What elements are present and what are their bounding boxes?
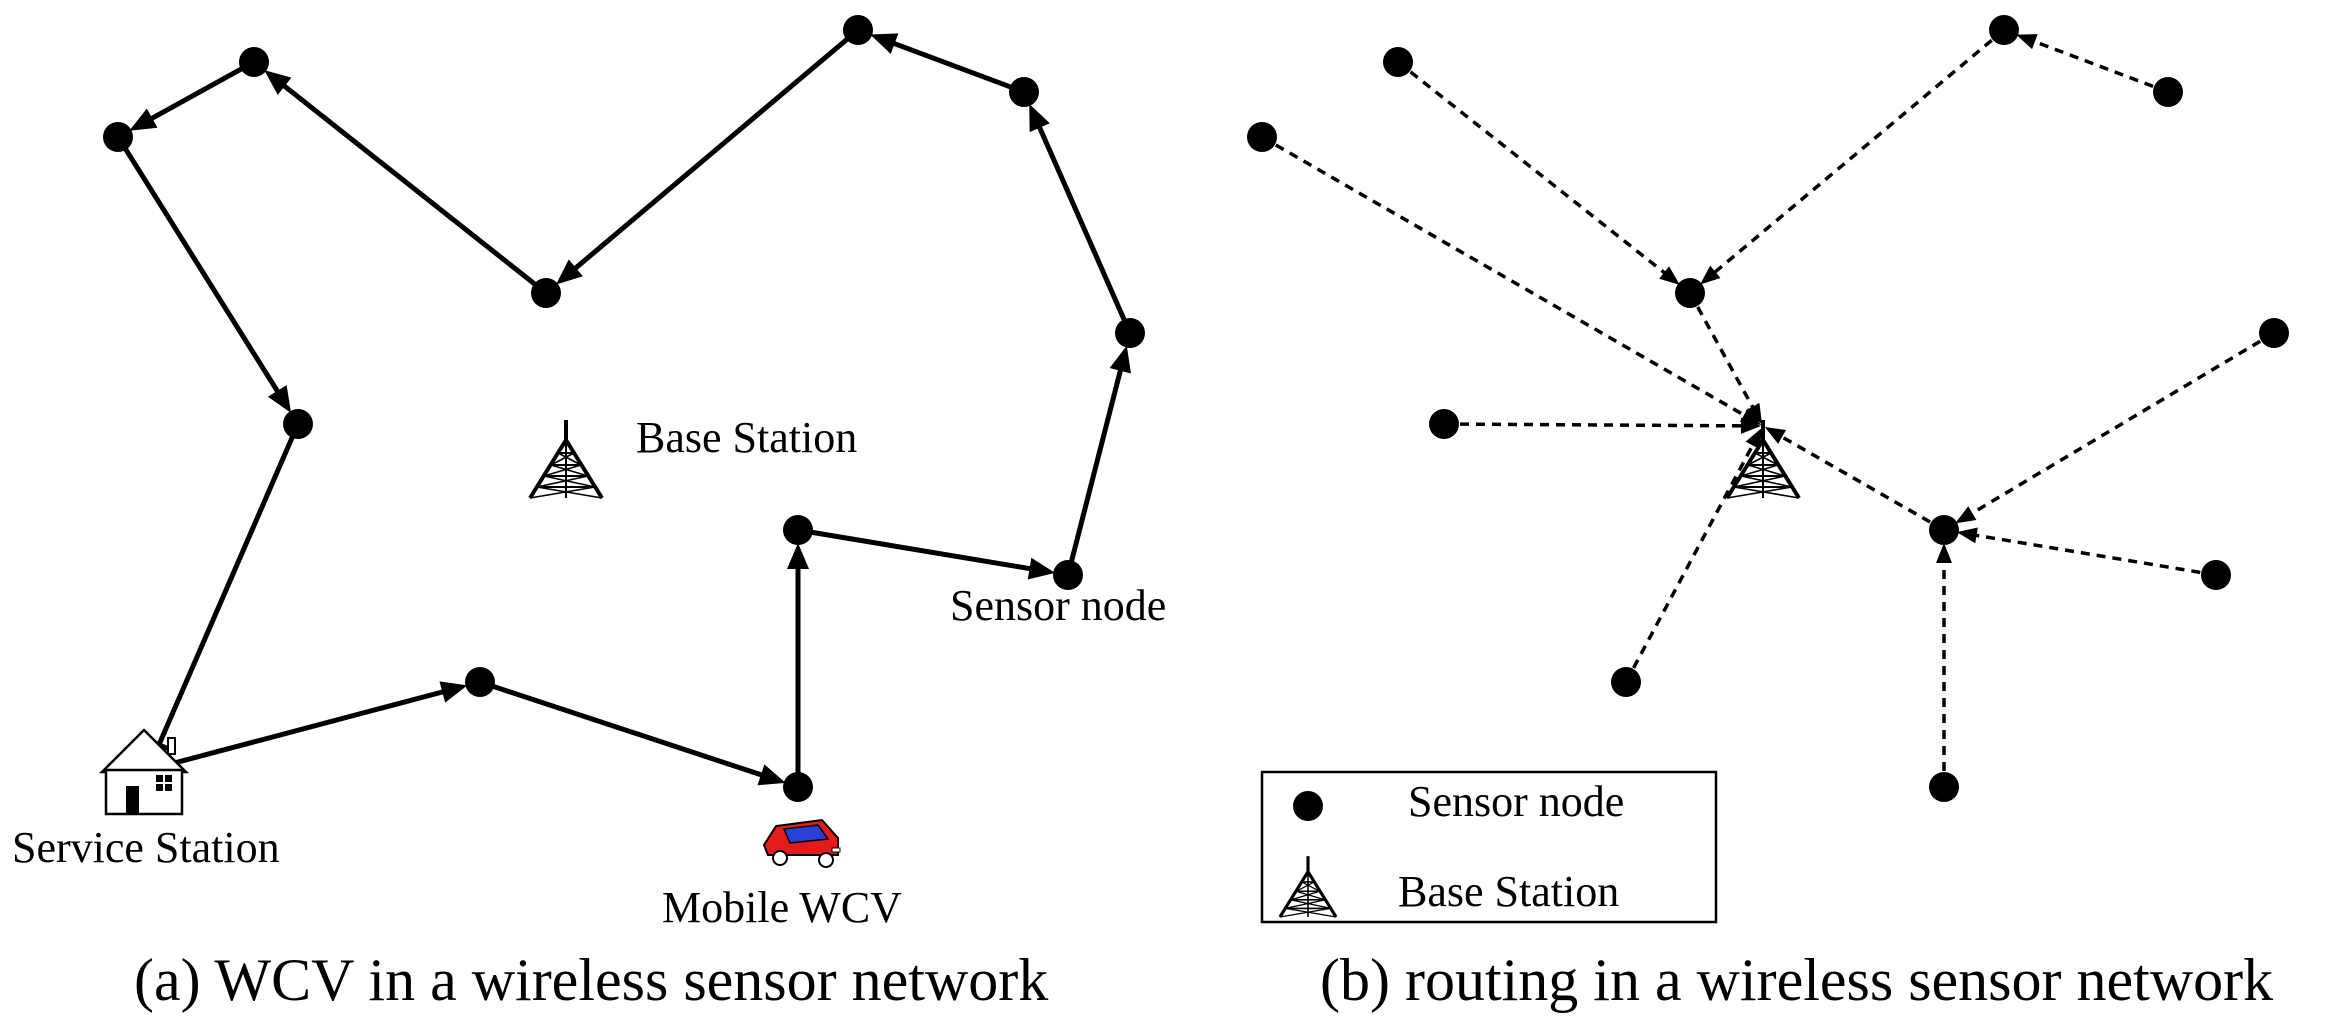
panel-b-routing: Sensor node Base Station (b) routing in … (1247, 15, 2289, 1013)
sensor-node (1611, 667, 1641, 697)
tour-edge-arrowhead (555, 259, 583, 285)
routing-edge (1974, 533, 2217, 577)
sensor-node (1929, 772, 1959, 802)
tour-edge-arrowhead (439, 681, 468, 703)
legend-sensor-node-label: Sensor node (1408, 777, 1624, 826)
tour-edge-arrowhead (1109, 345, 1131, 374)
routing-edge-arrowhead (2016, 34, 2038, 50)
routing-edge (1688, 292, 1755, 410)
sensor-node-label: Sensor node (950, 581, 1166, 630)
tour-edge (797, 527, 1032, 572)
routing-edge-arrowhead (1955, 506, 1977, 524)
sensor-node (465, 667, 495, 697)
sensor-node (1429, 409, 1459, 439)
sensor-node (1009, 77, 1039, 107)
mobile-wcv-car-icon (762, 818, 841, 868)
routing-edge-arrowhead (1740, 417, 1761, 434)
service-station-house-icon (98, 728, 190, 816)
tour-edge (156, 423, 301, 746)
routing-edge-arrowhead (1699, 265, 1721, 285)
tour-edge (115, 135, 281, 394)
routing-edge (1779, 434, 1945, 532)
sensor-node (2201, 560, 2231, 590)
tour-edge (281, 82, 548, 295)
tour-edge-arrowhead (787, 543, 809, 569)
sensor-node (1053, 560, 1083, 590)
tour-edge-arrowhead (1029, 103, 1050, 133)
legend-base-station-label: Base Station (1398, 867, 1619, 916)
tour-edge-arrowhead (267, 385, 292, 413)
routing-edge (1396, 60, 1667, 276)
routing-edge-arrowhead (1936, 543, 1952, 563)
sensor-node (1383, 47, 1413, 77)
tour-edge (572, 28, 860, 272)
sensor-node (103, 122, 133, 152)
routing-edge (1443, 422, 1744, 428)
base-station-label: Base Station (636, 413, 857, 462)
service-station-label: Service Station (12, 823, 280, 872)
sensor-node (843, 15, 873, 45)
tour-edge (479, 679, 764, 778)
routing-edge (1624, 442, 1756, 683)
legend-box (1260, 770, 1718, 924)
panel-a-wcv-tour: Base Station Sensor node Service Station… (12, 15, 1166, 1013)
base-station-tower-icon (1725, 418, 1801, 500)
wcv-tour-sensor-nodes (103, 15, 1145, 802)
tour-edge (1036, 124, 1133, 335)
tour-edge (149, 59, 256, 122)
mobile-wcv-label: Mobile WCV (662, 883, 902, 932)
tour-edge-arrowhead (129, 108, 158, 131)
sensor-node (531, 278, 561, 308)
routing-edge (2032, 39, 2169, 94)
sensor-node (283, 409, 313, 439)
panel-a-caption: (a) WCV in a wireless sensor network (134, 947, 1048, 1013)
routing-edge-arrowhead (1956, 527, 1978, 544)
routing-edges (1261, 28, 2275, 787)
sensor-node (783, 772, 813, 802)
sensor-node (1675, 278, 1705, 308)
sensor-node (1929, 515, 1959, 545)
tour-edge (147, 689, 445, 773)
legend-sensor-node-icon (1293, 791, 1323, 821)
routing-edge-arrowhead (1659, 266, 1680, 285)
tour-edge (1065, 368, 1124, 576)
routing-edge (1261, 135, 1747, 418)
legend: Sensor node Base Station (1260, 770, 1718, 924)
routing-edge-arrowhead (1745, 427, 1763, 450)
tour-edge (891, 40, 1025, 95)
sensor-node (1247, 122, 1277, 152)
tour-edge-arrowhead (1027, 557, 1056, 580)
routing-edge-arrowhead (1745, 402, 1763, 425)
wcv-tour-edges (115, 28, 1133, 787)
routing-sensor-nodes (1247, 15, 2289, 802)
panel-b-caption: (b) routing in a wireless sensor network (1320, 947, 2273, 1013)
sensor-node (1115, 318, 1145, 348)
sensor-node (1989, 15, 2019, 45)
routing-edge (1969, 331, 2275, 516)
tour-edge-arrowhead (264, 70, 292, 95)
sensor-node (783, 515, 813, 545)
base-station-tower-icon (528, 418, 604, 500)
sensor-node (239, 47, 269, 77)
sensor-node (2153, 77, 2183, 107)
sensor-node (2259, 318, 2289, 348)
tour-edge-arrowhead (757, 764, 786, 786)
routing-edge-arrowhead (1764, 426, 1787, 444)
routing-edge (1712, 28, 2006, 275)
tour-edge-arrowhead (870, 33, 899, 54)
